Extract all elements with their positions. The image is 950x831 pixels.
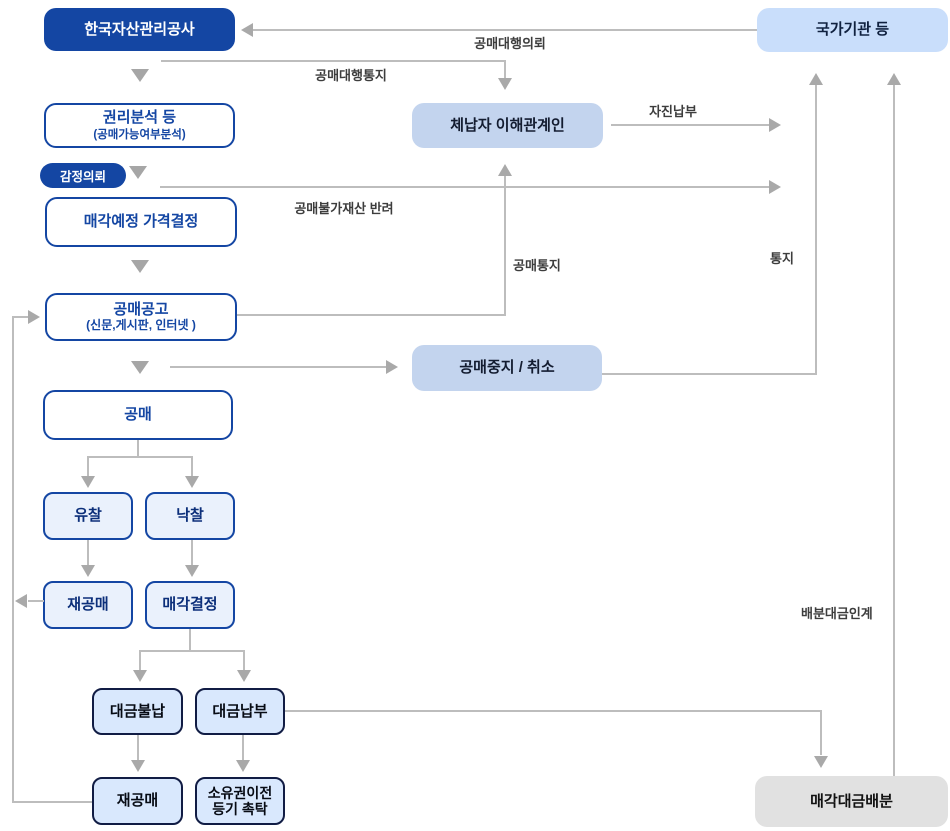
line-payment-to-distribution-v xyxy=(820,710,822,755)
label-notify: 통지 xyxy=(770,251,794,266)
label-agency-notice: 공매대행통지 xyxy=(315,68,387,83)
node-debtor: 체납자 이해관계인 xyxy=(412,103,603,148)
node-price-label: 매각예정 가격결정 xyxy=(83,213,199,231)
node-rights: 권리분석 등 (공매가능여부분석) xyxy=(44,103,235,148)
line-payment-to-transfer xyxy=(242,735,244,761)
badge-appraisal: 감정의뢰 xyxy=(40,163,126,188)
line-failed-to-reauction1 xyxy=(87,540,89,566)
line-payment-to-distribution-h xyxy=(285,710,822,712)
node-gov-label: 국가기관 등 xyxy=(815,21,890,39)
arrowhead-notice-to-stop xyxy=(386,360,398,374)
node-reauction1-label: 재공매 xyxy=(67,596,109,614)
node-nonpayment-label: 대금불납 xyxy=(109,702,166,720)
line-reauction2-out xyxy=(12,801,92,803)
line-sale-branch-left xyxy=(139,650,141,672)
arrowhead-to-payment xyxy=(237,670,251,682)
line-auction-branch-h xyxy=(87,456,193,458)
node-rights-label: 권리분석 등 xyxy=(102,109,177,127)
line-agency-request xyxy=(252,29,757,31)
node-debtor-label: 체납자 이해관계인 xyxy=(450,116,565,134)
line-auction-notice-h xyxy=(237,314,506,316)
node-reauction2: 재공매 xyxy=(92,777,183,825)
arrowhead-feedback-to-notice xyxy=(28,310,40,324)
line-won-to-sale xyxy=(191,540,193,566)
arrowhead-agency-notice xyxy=(498,78,512,90)
label-handover: 배분대금인계 xyxy=(801,606,873,621)
node-kamco: 한국자산관리공사 xyxy=(44,8,235,51)
node-stop-label: 공매중지 / 취소 xyxy=(459,359,555,377)
line-sale-branch-h xyxy=(139,650,245,652)
arrowhead-to-failed xyxy=(81,476,95,488)
line-auction-branch-left xyxy=(87,456,89,478)
node-auction-label: 공매 xyxy=(124,406,152,424)
arrowhead-reauction1-out xyxy=(15,594,27,608)
line-feedback-top xyxy=(12,316,29,318)
node-kamco-label: 한국자산관리공사 xyxy=(84,20,195,38)
label-agency-request: 공매대행의뢰 xyxy=(474,36,546,51)
arrowhead-agency-request xyxy=(241,23,253,37)
line-sale-branch-stem xyxy=(189,629,191,651)
arrowhead-to-nonpayment xyxy=(133,670,147,682)
line-notify-v xyxy=(815,85,817,375)
arrowhead-to-sale xyxy=(185,565,199,577)
line-notice-to-stop xyxy=(170,366,386,368)
node-notice: 공매공고 (신문,게시판, 인터넷 ) xyxy=(45,293,237,341)
line-auction-notice-v xyxy=(504,176,506,316)
line-return-property xyxy=(160,186,769,188)
line-notify-h xyxy=(602,373,817,375)
node-won: 낙찰 xyxy=(145,492,235,540)
label-return-property: 공매불가재산 반려 xyxy=(294,201,394,216)
node-reauction2-label: 재공매 xyxy=(116,792,159,810)
node-nonpayment: 대금불납 xyxy=(92,688,183,735)
node-price: 매각예정 가격결정 xyxy=(45,197,237,247)
badge-appraisal-label: 감정의뢰 xyxy=(59,170,106,184)
node-distribution-label: 매각대금배분 xyxy=(810,792,893,810)
arrowhead-to-won xyxy=(185,476,199,488)
node-notice-sub: (신문,게시판, 인터넷 ) xyxy=(86,318,196,333)
arrowhead-to-transfer xyxy=(236,760,250,772)
node-sale-decision-label: 매각결정 xyxy=(162,596,218,614)
line-nonpayment-to-reauction2 xyxy=(137,735,139,761)
node-distribution: 매각대금배분 xyxy=(755,776,948,827)
arrowhead-notify xyxy=(809,73,823,85)
arrowhead-to-reauction1 xyxy=(81,565,95,577)
node-payment-label: 대금납부 xyxy=(212,702,268,720)
line-agency-notice-h xyxy=(161,60,506,62)
node-won-label: 낙찰 xyxy=(176,507,204,525)
arrowhead-payment-to-distribution xyxy=(814,756,828,768)
node-transfer: 소유권이전 등기 촉탁 xyxy=(195,777,285,825)
line-auction-branch-stem xyxy=(137,440,139,457)
node-rights-sub: (공매가능여부분석) xyxy=(93,128,186,141)
line-auction-branch-right xyxy=(191,456,193,478)
step-triangle-4 xyxy=(131,361,149,374)
step-triangle-3 xyxy=(131,260,149,273)
label-auction-notice: 공매통지 xyxy=(513,258,561,273)
node-notice-label: 공매공고 xyxy=(113,300,169,318)
node-stop: 공매중지 / 취소 xyxy=(412,345,602,391)
line-reauction1-out xyxy=(28,600,44,602)
arrowhead-handover xyxy=(887,73,901,85)
node-failed: 유찰 xyxy=(43,492,133,540)
line-agency-notice-v xyxy=(504,60,506,78)
line-handover xyxy=(893,85,895,776)
step-triangle-2 xyxy=(129,166,147,179)
node-reauction1: 재공매 xyxy=(43,581,133,629)
node-transfer-sub: 등기 촉탁 xyxy=(212,801,268,817)
step-triangle-1 xyxy=(131,69,149,82)
arrowhead-auction-notice xyxy=(498,164,512,176)
node-auction: 공매 xyxy=(43,390,233,440)
arrowhead-return-property xyxy=(769,180,781,194)
line-sale-branch-right xyxy=(243,650,245,672)
arrowhead-to-reauction2 xyxy=(131,760,145,772)
line-feedback-v xyxy=(12,316,14,803)
node-transfer-label: 소유권이전 xyxy=(207,784,273,801)
node-failed-label: 유찰 xyxy=(74,507,102,525)
label-voluntary-payment: 자진납부 xyxy=(649,104,697,119)
node-sale-decision: 매각결정 xyxy=(145,581,235,629)
node-gov: 국가기관 등 xyxy=(757,8,948,52)
node-payment: 대금납부 xyxy=(195,688,285,735)
line-voluntary-payment xyxy=(611,124,769,126)
arrowhead-voluntary-payment xyxy=(769,118,781,132)
